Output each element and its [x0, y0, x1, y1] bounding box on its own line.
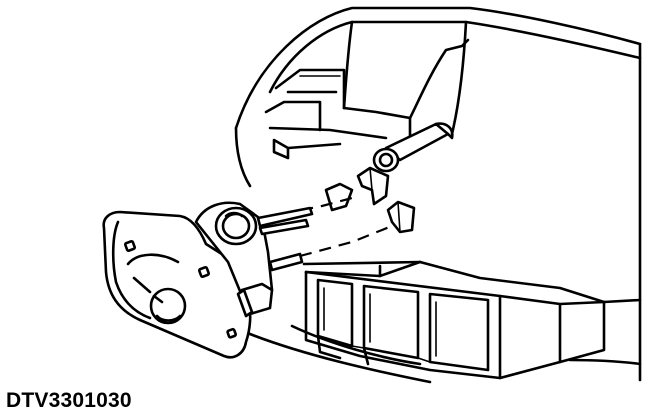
retaining-clip-upper: [324, 166, 390, 212]
lower-bracket: [302, 260, 606, 380]
housing-right-detail: [450, 20, 642, 304]
upper-ribs: [264, 20, 470, 160]
retaining-clip-lower: [386, 200, 416, 234]
mounting-boss: [372, 122, 454, 173]
sensor-assembly: [102, 201, 314, 359]
figure-caption: DTV3301030: [6, 389, 132, 412]
